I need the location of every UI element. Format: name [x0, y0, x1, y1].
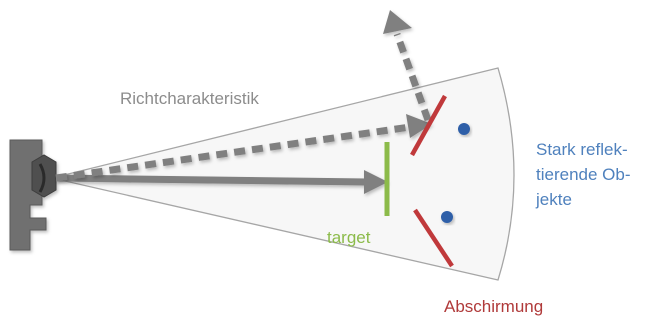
deflected-echo-arrow — [383, 10, 432, 122]
beam-label: Richtcharakteristik — [120, 89, 259, 108]
reflective-objects-label-line3: jekte — [535, 190, 572, 209]
shield-lower — [413, 208, 454, 268]
direct-echo-arrow — [55, 170, 388, 194]
reflective-object-dot-icon — [441, 211, 453, 223]
target-label: target — [327, 228, 371, 247]
ultrasonic-sensor-icon — [9, 139, 57, 251]
shielding-label: Abschirmung — [444, 297, 543, 316]
reflective-objects-label-line1: Stark reflek- — [536, 140, 628, 159]
reflected-path-arrow — [55, 114, 432, 182]
reflective-objects-label-line2: tierende Ob- — [536, 165, 631, 184]
shield-upper — [410, 94, 447, 157]
reflective-object-dot-icon — [458, 123, 470, 135]
beam-cone — [51, 67, 515, 281]
